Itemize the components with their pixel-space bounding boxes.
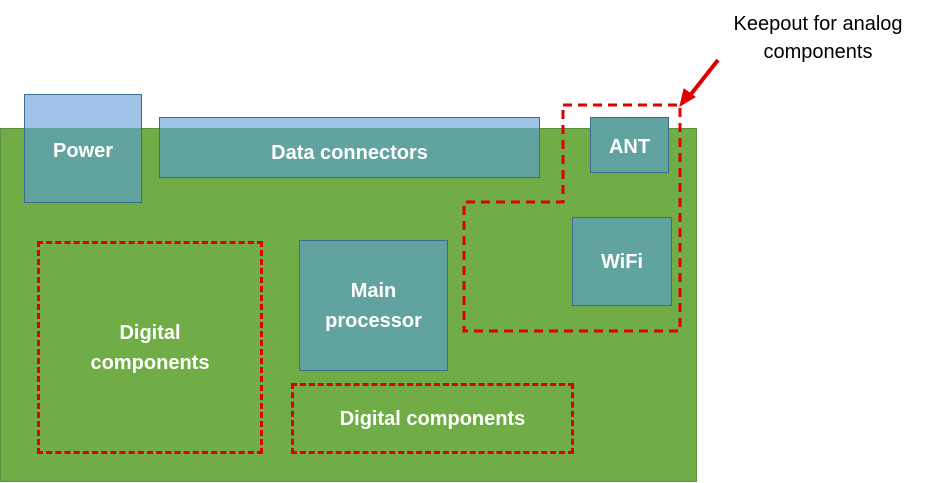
data-connectors-label: Data connectors	[271, 141, 428, 164]
keepout-annotation: Keepout for analog components	[733, 13, 903, 63]
analog-keepout-outline	[462, 103, 682, 333]
wifi-module: WiFi	[572, 217, 672, 306]
antenna-component: ANT	[590, 117, 669, 173]
digital-left-label: Digital components	[90, 321, 210, 374]
keepout-arrow-shaft	[686, 58, 720, 100]
main-processor-label: Main processor	[325, 279, 422, 332]
digital-components-zone-left: Digital components	[37, 241, 263, 454]
power-label: Power	[52, 140, 114, 162]
power-connector: Power	[24, 128, 142, 203]
digital-components-zone-bottom: Digital components	[291, 383, 574, 454]
data-connectors: Data connectors	[159, 128, 540, 178]
wifi-label: WiFi	[600, 250, 644, 273]
digital-bottom-label: Digital components	[339, 407, 526, 430]
main-processor: Main processor	[299, 240, 448, 371]
keepout-arrow-head	[679, 88, 696, 108]
power-connector-top	[24, 94, 142, 129]
ant-label: ANT	[608, 136, 651, 158]
